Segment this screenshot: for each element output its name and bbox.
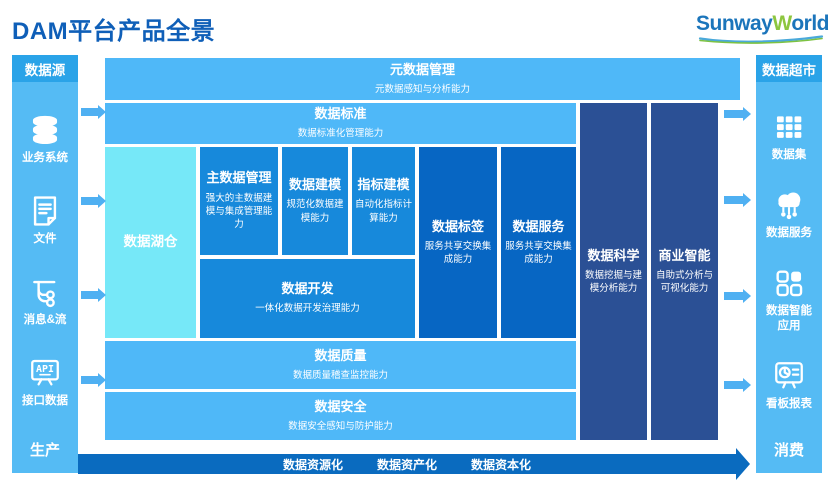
block-subtitle: 元数据感知与分析能力 [374,83,470,95]
flow-arrow-icon [724,107,751,121]
block-title: 数据建模 [288,177,341,193]
right-sidebar-data-market: 数据超市 数据集 [756,55,822,473]
block-data-security: 数据安全 数据安全感知与防护能力 [105,392,576,440]
logo-text: SunwayWorld [696,12,829,35]
sidebar-item-label: 接口数据 [22,394,68,407]
left-sidebar-items: 业务系统 文件 [12,82,78,439]
logo-part-orld: orld [791,12,829,35]
sunwayworld-logo: SunwayWorld [696,12,829,44]
block-data-tags: 数据标签 服务共享交换集成能力 [419,147,497,338]
sidebar-item-dashboard-reports: 看板报表 [761,359,817,411]
right-sidebar-footer-consumption: 消费 [773,442,804,459]
sidebar-item-label: 数据服务 [766,227,812,239]
dataset-grid-icon [776,116,802,138]
block-data-quality: 数据质量 数据质量稽查监控能力 [105,341,576,389]
value-flow-label-assetization: 数据资产化 [376,457,437,472]
right-sidebar-header: 数据超市 [756,55,822,82]
block-data-standard: 数据标准 数据标准化管理能力 [105,103,576,144]
svg-text:API: API [36,364,54,375]
block-title: 数据标签 [431,218,484,234]
bottom-value-flow-arrow: 数据资源化 数据资产化 数据资本化 [78,448,750,480]
document-icon [33,196,57,226]
left-sidebar-data-sources: 数据源 业务系统 [12,55,78,473]
block-subtitle: 自动化指标计算能力 [355,199,413,224]
logo-swoosh-icon [698,35,824,44]
block-subtitle: 数据挖掘与建模分析能力 [584,269,642,295]
block-subtitle: 一体化数据开发治理能力 [255,303,360,315]
flow-arrow-icon [724,193,751,207]
logo-part-sunway: Sunway [696,12,773,35]
sidebar-item-message-stream: 消息&流 [17,275,73,327]
block-data-development: 数据开发 一体化数据开发治理能力 [200,259,415,338]
sidebar-item-label: 业务系统 [22,151,68,164]
sidebar-item-files: 文件 [17,194,73,246]
block-subtitle: 强大的主数据建模与集成管理能力 [205,192,273,231]
cloud-service-icon [778,192,801,220]
database-icon [32,115,58,144]
block-data-science: 数据科学 数据挖掘与建模分析能力 [580,103,647,440]
block-data-services: 数据服务 服务共享交换集成能力 [501,147,576,338]
block-subtitle: 数据质量稽查监控能力 [292,369,388,381]
api-monitor-icon: API [31,359,59,386]
block-title: 数据开发 [281,281,334,297]
block-master-data-management: 主数据管理 强大的主数据建模与集成管理能力 [200,147,278,255]
sidebar-item-label: 数据集 [771,148,807,161]
block-data-modeling: 数据建模 规范化数据建模能力 [282,147,348,255]
block-subtitle: 服务共享交换集成能力 [424,240,492,266]
block-title: 数据质量 [314,347,367,363]
block-title: 数据科学 [587,247,640,263]
sidebar-item-data-services: 数据服务 [761,188,817,240]
sidebar-item-label: 文件 [33,232,57,245]
block-title: 数据服务 [512,218,565,234]
block-title: 主数据管理 [206,170,272,186]
block-subtitle: 数据安全感知与防护能力 [288,420,393,432]
block-subtitle: 服务共享交换集成能力 [505,240,572,266]
flow-arrow-icon [81,105,106,119]
flow-arrow-icon [81,194,106,208]
stream-icon [33,280,56,307]
page-title: DAM平台产品全景 [12,18,216,45]
apps-icon [776,270,803,297]
sidebar-item-label: 看板报表 [766,397,812,410]
left-sidebar-header: 数据源 [12,55,78,82]
block-data-lakehouse: 数据湖仓 [105,147,196,338]
block-indicator-modeling: 指标建模 自动化指标计算能力 [352,147,415,255]
sidebar-item-api-data: API 接口数据 [17,356,73,408]
right-sidebar-items: 数据集 数据服务 [756,82,822,439]
block-subtitle: 自助式分析与可视化能力 [655,269,713,295]
flow-arrow-icon [724,378,751,392]
left-sidebar-footer-production: 生产 [29,442,60,459]
flow-arrow-icon [81,373,106,387]
block-title: 数据湖仓 [123,234,178,250]
sidebar-item-label: 数据智能应用 [766,305,812,332]
flow-arrow-icon [81,288,106,302]
block-subtitle: 数据标准化管理能力 [297,128,384,140]
block-title: 数据标准 [314,106,367,122]
block-title: 元数据管理 [389,61,455,77]
block-title: 指标建模 [357,177,410,193]
block-title: 数据安全 [314,398,367,414]
logo-part-w: W [772,12,792,35]
value-flow-label-capitalization: 数据资本化 [471,457,532,472]
sidebar-item-label: 消息&流 [23,313,67,326]
sidebar-item-data-intelligence-apps: 数据智能应用 [761,266,817,333]
dashboard-board-icon [775,361,803,389]
block-metadata-management: 元数据管理 元数据感知与分析能力 [105,58,740,100]
block-subtitle: 规范化数据建模能力 [286,199,344,224]
block-title: 商业智能 [658,247,711,263]
sidebar-item-business-system: 业务系统 [17,113,73,165]
value-flow-label-resourcification: 数据资源化 [282,457,343,472]
block-business-intelligence: 商业智能 自助式分析与可视化能力 [651,103,718,440]
flow-arrow-icon [724,289,751,303]
sidebar-item-dataset: 数据集 [761,110,817,162]
